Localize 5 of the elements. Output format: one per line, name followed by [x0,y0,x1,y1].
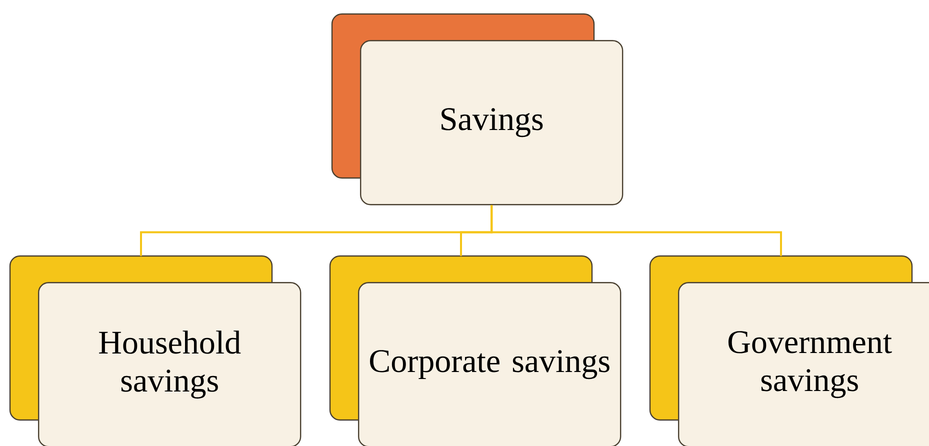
box: Corporate savings [329,255,622,446]
box: Savings [331,13,624,206]
connector-line [490,205,782,256]
box: Government savings [649,255,929,446]
box: Household savings [9,255,302,446]
